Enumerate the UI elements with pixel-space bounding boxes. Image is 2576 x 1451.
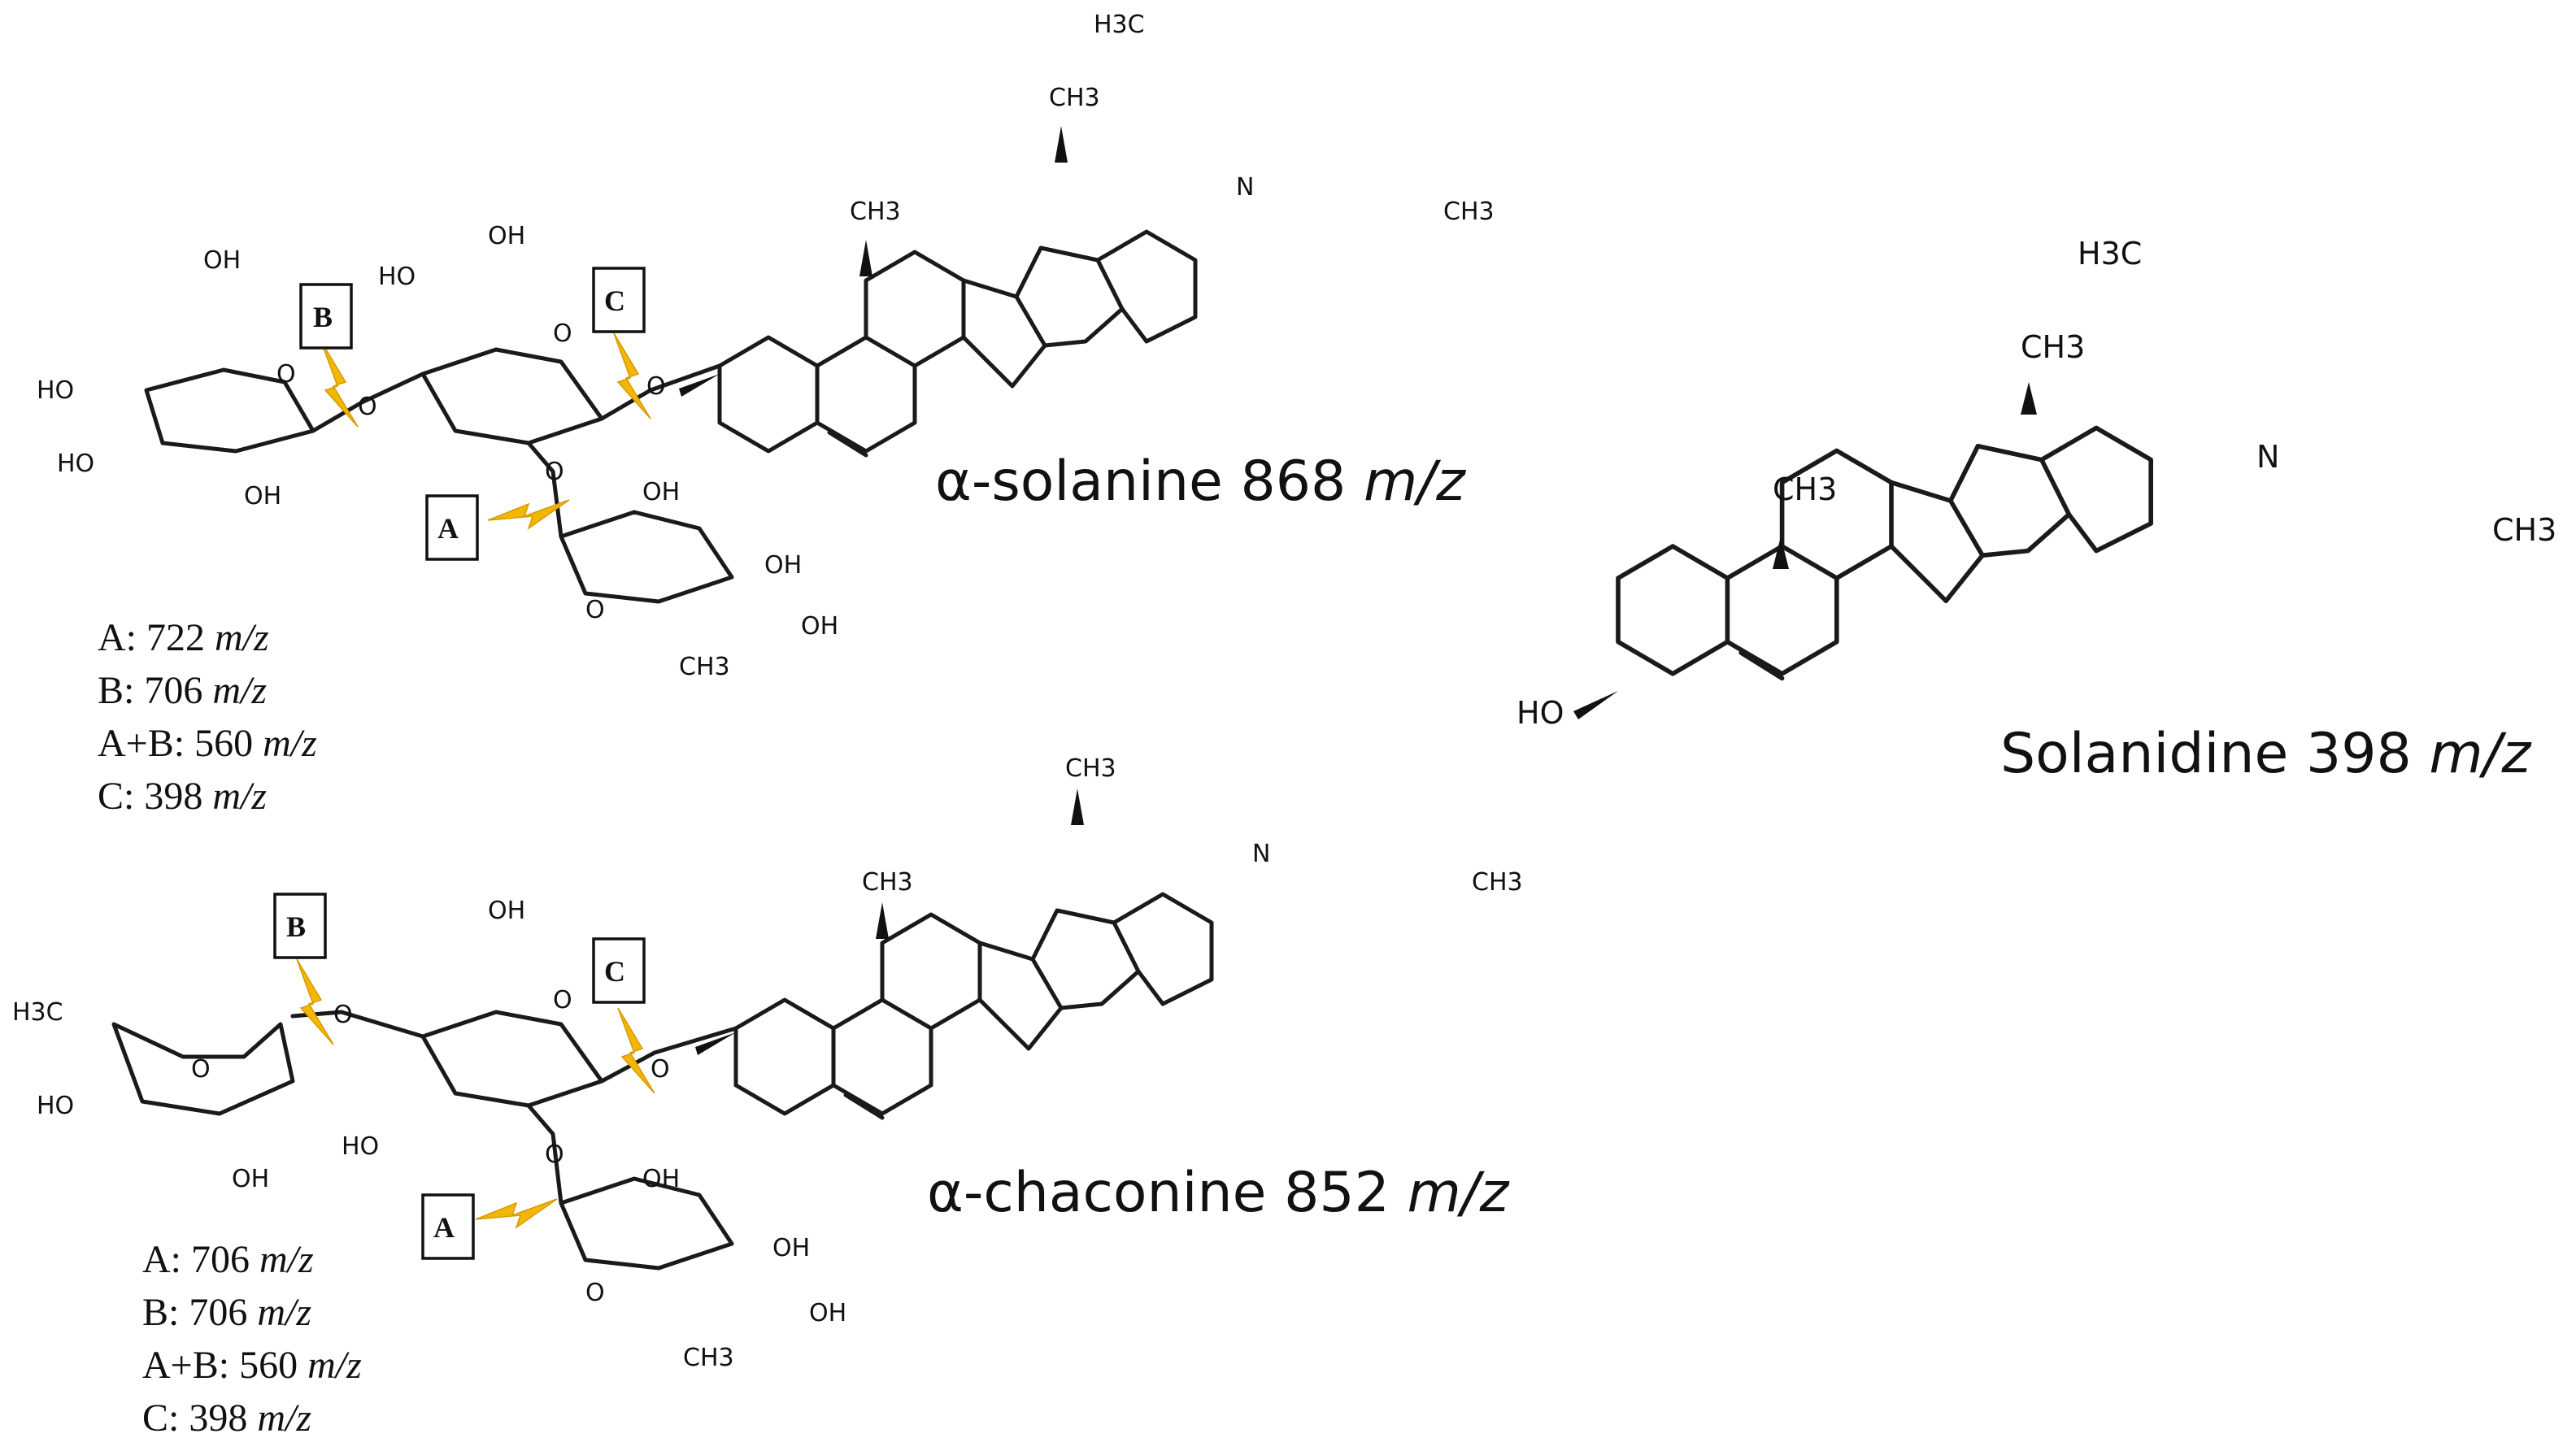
- atom-label: OH: [642, 478, 680, 506]
- atom-label: OH: [488, 222, 525, 250]
- solanidine-title: Solanidine 398 m/z: [2000, 722, 2532, 786]
- atom-label: OH: [764, 551, 802, 580]
- atom-label: OH: [809, 1299, 846, 1327]
- solanine-fragment-list: A: 722 m/z B: 706 m/z A+B: 560 m/z C: 39…: [98, 616, 317, 818]
- atom-label: CH3: [1472, 868, 1523, 897]
- cleavage-a-label: A: [433, 1211, 455, 1244]
- atom-label: O: [553, 986, 572, 1014]
- atom-label: OH: [772, 1234, 810, 1262]
- atom-label: N: [1236, 173, 1254, 202]
- atom-label: O: [333, 1001, 353, 1029]
- atom-label: CH3: [1773, 471, 1837, 507]
- atom-label: HO: [1516, 695, 1564, 731]
- chaconine-title: α-chaconine 852 m/z: [927, 1161, 1510, 1225]
- chaconine-cleavage-labels: B C A: [273, 893, 646, 1260]
- atom-label: OH: [642, 1165, 680, 1193]
- solanidine-structure: [1618, 428, 2151, 678]
- atom-label: OH: [203, 246, 241, 275]
- solanine-title: α-solanine 868 m/z: [935, 450, 1466, 514]
- atom-label: H3C: [12, 998, 63, 1027]
- atom-label: HO: [37, 1092, 74, 1120]
- cleavage-a-label: A: [437, 512, 459, 545]
- atom-label: HO: [37, 376, 74, 405]
- solanidine-atom-labels: HO CH3 CH3 H3C N CH3: [1516, 236, 2556, 731]
- atom-label: O: [553, 319, 572, 348]
- fragment-item: A: 706 m/z: [142, 1238, 314, 1281]
- atom-label: H3C: [1094, 11, 1145, 39]
- atom-label: O: [545, 458, 564, 486]
- atom-label: CH3: [850, 198, 901, 226]
- solanine-structure: [720, 232, 1195, 455]
- fragment-item: B: 706 m/z: [98, 669, 267, 712]
- fragment-item: C: 398 m/z: [142, 1397, 311, 1440]
- atom-label: HO: [342, 1132, 379, 1161]
- fragment-item: C: 398 m/z: [98, 775, 267, 818]
- fragment-item: A+B: 560 m/z: [98, 722, 317, 765]
- atom-label: H3C: [2078, 236, 2142, 272]
- fragment-item: A+B: 560 m/z: [142, 1344, 362, 1387]
- solanine-atom-labels: OH HO HO OH O O OH HO O O O OH OH OH O C…: [37, 11, 1495, 681]
- atom-label: CH3: [1065, 754, 1116, 783]
- atom-label: O: [276, 360, 296, 389]
- atom-label: OH: [232, 1165, 269, 1193]
- cleavage-c-label: C: [604, 955, 625, 988]
- atom-label: O: [585, 596, 605, 624]
- atom-label: CH3: [683, 1344, 734, 1372]
- atom-label: OH: [801, 612, 838, 641]
- cleavage-c-label: C: [604, 285, 625, 317]
- atom-label: O: [646, 372, 666, 401]
- cleavage-bolts: [296, 332, 655, 1229]
- atom-label: OH: [244, 482, 281, 510]
- chaconine-structure: [736, 894, 1212, 1118]
- atom-label: CH3: [1049, 84, 1100, 112]
- cleavage-b-label: B: [313, 301, 333, 333]
- stereo-wedges: [679, 126, 2037, 1055]
- atom-label: O: [651, 1055, 670, 1084]
- atom-label: O: [585, 1279, 605, 1307]
- atom-label: CH3: [2021, 329, 2085, 365]
- solanine-sugars: [144, 347, 734, 604]
- atom-label: CH3: [2492, 512, 2556, 548]
- cleavage-b-label: B: [286, 910, 306, 943]
- fragment-item: A: 722 m/z: [98, 616, 269, 659]
- atom-label: HO: [378, 263, 416, 291]
- atom-label: N: [1252, 840, 1270, 868]
- atom-label: CH3: [862, 868, 913, 897]
- chaconine-fragment-list: A: 706 m/z B: 706 m/z A+B: 560 m/z C: 39…: [142, 1238, 362, 1440]
- atom-label: N: [2256, 439, 2279, 475]
- atom-label: O: [545, 1140, 564, 1169]
- atom-label: O: [191, 1055, 211, 1084]
- atom-label: O: [358, 393, 377, 421]
- atom-label: CH3: [679, 653, 730, 681]
- chaconine-atom-labels: H3C HO OH O O OH HO O O O OH OH OH O CH3…: [12, 754, 1523, 1372]
- atom-label: OH: [488, 897, 525, 925]
- atom-label: CH3: [1443, 198, 1495, 226]
- fragment-item: B: 706 m/z: [142, 1291, 311, 1334]
- solanine-cleavage-labels: B C A: [299, 267, 646, 561]
- atom-label: HO: [57, 450, 94, 478]
